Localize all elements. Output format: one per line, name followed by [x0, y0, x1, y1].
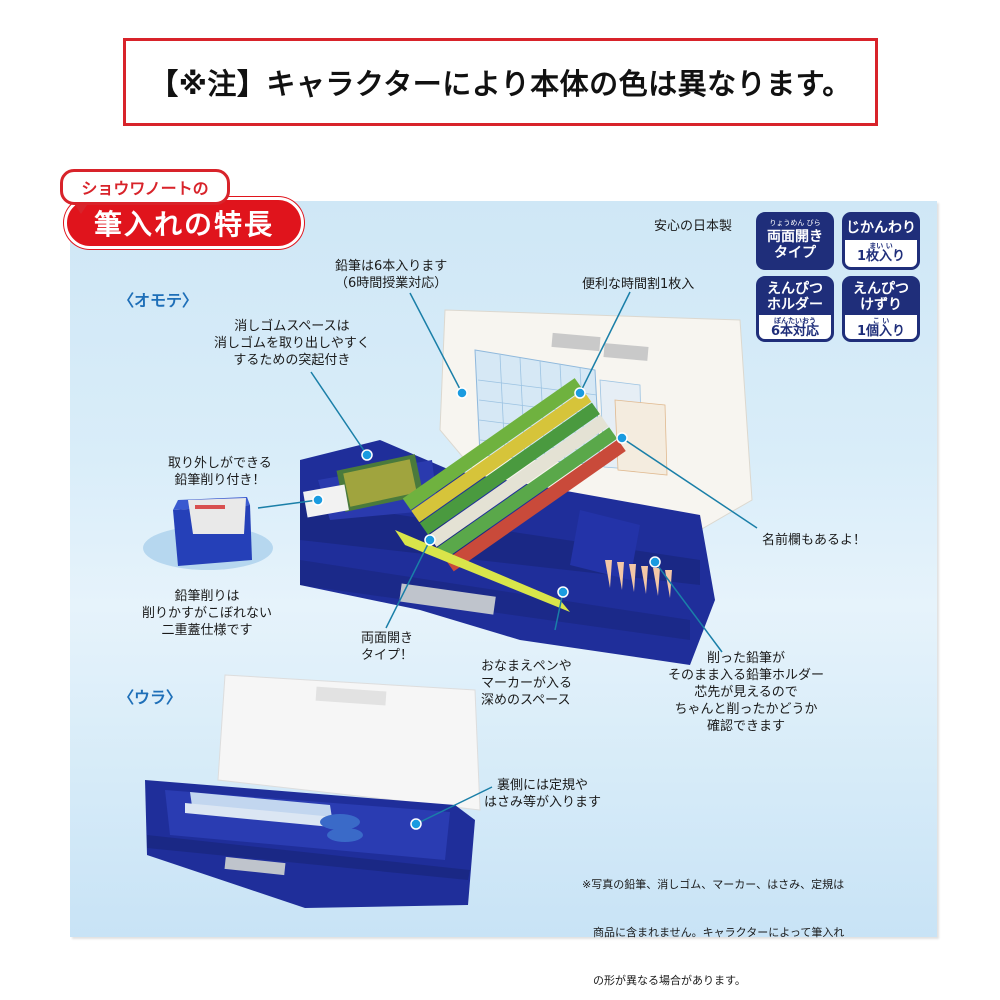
callout-line: 名前欄もあるよ！ [762, 533, 867, 548]
brand-label: ショウワノートの [81, 179, 209, 198]
tile-ruby: まい い [869, 242, 893, 250]
callout-line: マーカーが入る [481, 676, 573, 691]
tile-sub: ぼんたいおう 6本対応 [759, 315, 831, 339]
tile-ruby: りょうめん びら [769, 219, 821, 227]
callout-double-open: 両面開き タイプ！ [361, 630, 413, 664]
feature-header-badge: ショウワノートの 筆入れの特長 [56, 165, 306, 249]
page-title: 筆入れの特長 [93, 208, 274, 241]
tile-sub-text: 1枚入り [856, 249, 906, 264]
title-pill: 筆入れの特長 [64, 197, 304, 249]
callout-pencil-holder: 削った鉛筆が そのまま入る鉛筆ホルダー 芯先が見えるので ちゃんと削ったかどうか… [668, 650, 824, 735]
tile-timetable: じかんわり まい い 1枚入り [842, 212, 920, 270]
callout-line: おなまえペンや [481, 659, 572, 674]
callout-line: 裏側には定規や [497, 778, 589, 793]
callout-line: するための突起付き [233, 353, 351, 368]
callout-sharpener: 取り外しができる 鉛筆削り付き！ [168, 455, 272, 489]
notice-text: 【※注】キャラクターにより本体の色は異なります。 [149, 67, 852, 101]
callout-line: 鉛筆は6本入ります [335, 259, 448, 274]
tile-sub-text: 1個入り [856, 324, 906, 339]
callout-sharpener-detail: 鉛筆削りは 削りかすがこぼれない 二重蓋仕様です [142, 588, 272, 639]
callout-line: 深めのスペース [481, 693, 571, 708]
callout-line: 消しゴムを取り出しやすく [214, 336, 370, 351]
footnote-line: の形が異なる場合があります。 [582, 974, 746, 987]
callout-line: 鉛筆削り付き！ [174, 473, 266, 488]
callout-line: 取り外しができる [168, 456, 272, 471]
tile-double-open: りょうめん びら 両面開き タイプ [756, 212, 834, 270]
section-front-title: 〈オモテ〉 [118, 291, 199, 310]
callout-line: 削りかすがこぼれない [142, 606, 273, 621]
notice-box: 【※注】キャラクターにより本体の色は異なります。 [123, 38, 878, 126]
made-in-japan-label: 安心の日本製 [654, 219, 733, 234]
callout-line: ちゃんと削ったかどうか [674, 702, 818, 717]
callout-line: （6時間授業対応） [335, 276, 448, 291]
footnote-line: 商品に含まれません。キャラクターによって筆入れ [582, 926, 845, 939]
brand-speech-bubble: ショウワノートの [60, 169, 230, 214]
tile-ruby: ぼんたいおう [774, 317, 816, 325]
callout-line: タイプ！ [361, 648, 414, 663]
tile-ruby: こ い [872, 317, 890, 325]
tile-title: 両面開き タイプ [767, 229, 823, 261]
tile-sub: こ い 1個入り [845, 315, 917, 339]
callout-pen-space: おなまえペンや マーカーが入る 深めのスペース [481, 658, 572, 709]
tile-pencil-holder: えんぴつ ホルダー ぼんたいおう 6本対応 [756, 276, 834, 342]
callout-line: 鉛筆削りは [174, 589, 240, 604]
callout-line: はさみ等が入ります [484, 795, 602, 810]
callout-timetable: 便利な時間割1枚入 [582, 276, 694, 293]
tile-sharpener: えんぴつ けずり こ い 1個入り [842, 276, 920, 342]
tile-title: えんぴつ けずり [853, 281, 909, 313]
callout-line: 両面開き [361, 631, 414, 646]
tile-sub: まい い 1枚入り [845, 240, 917, 267]
disclaimer-footnote: ※写真の鉛筆、消しゴム、マーカー、はさみ、定規は 商品に含まれません。キャラクタ… [582, 845, 844, 1000]
callout-line: 確認できます [707, 719, 786, 734]
callout-eraser: 消しゴムスペースは 消しゴムを取り出しやすく するための突起付き [214, 318, 370, 369]
callout-line: 芯先が見えるので [694, 685, 798, 700]
section-back-title: 〈ウラ〉 [118, 688, 183, 707]
callout-line: 削った鉛筆が [707, 651, 786, 666]
callout-line: 消しゴムスペースは [234, 319, 350, 334]
tile-sub-text: 6本対応 [770, 324, 820, 339]
tile-title: じかんわり [846, 220, 916, 236]
callout-name-field: 名前欄もあるよ！ [762, 532, 866, 549]
callout-line: そのまま入る鉛筆ホルダー [668, 668, 825, 683]
callout-pencils: 鉛筆は6本入ります （6時間授業対応） [335, 258, 447, 292]
callout-line: 便利な時間割1枚入 [582, 277, 695, 292]
tile-title: えんぴつ ホルダー [767, 281, 823, 313]
callout-line: 二重蓋仕様です [161, 623, 253, 638]
callout-back-side: 裏側には定規や はさみ等が入ります [484, 777, 601, 811]
footnote-line: ※写真の鉛筆、消しゴム、マーカー、はさみ、定規は [582, 878, 845, 891]
